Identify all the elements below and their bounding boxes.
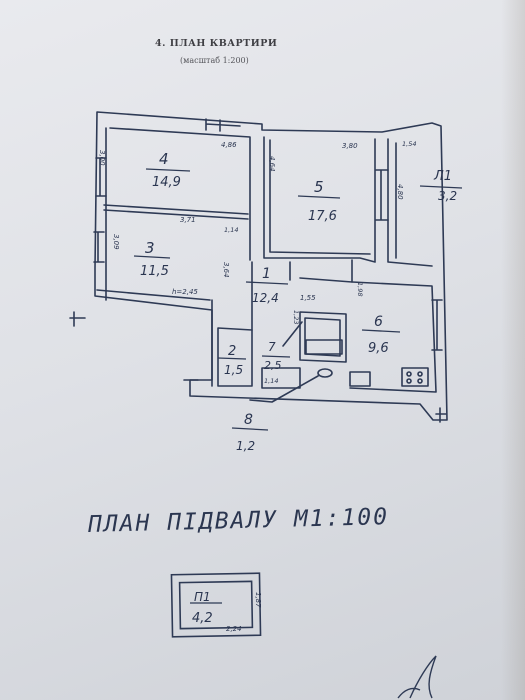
window-room-6 [431,299,443,351]
room-3-number: 3 [145,239,155,257]
room-5-dim-a: 4,64 [268,156,276,172]
plan-scale: (масштаб 1:200) [180,56,249,65]
outer-wall [94,111,448,421]
basement-room-number: П1 [194,590,211,604]
room-5-area: 17,6 [308,209,337,224]
room-8-dim: 1,14 [264,377,278,385]
leader-line-8 [249,375,319,403]
underline-room-6 [361,329,401,333]
room-1-area: 12,4 [252,291,279,305]
underline-room-l1 [419,185,463,189]
wall-loggia [387,138,433,267]
room-1-dim-c: 1,98 [356,282,364,296]
basement-dim-a: 1,87 [254,592,262,608]
signature-scribble [397,655,437,699]
inner-wall-outline [105,127,251,301]
room-3-dim-d: 3,64 [222,262,230,278]
underline-room-5 [297,195,341,199]
wall-room-5-inner [269,139,371,255]
room-l1-dim-b: 4,80 [396,184,404,200]
room-1-dim-b: 1,23 [292,310,300,324]
basement-dim-b: 2,24 [226,625,242,633]
leader-line-7 [282,321,303,347]
wall-room-7 [299,311,347,363]
room-1-number: 1 [262,266,271,282]
room-4-dim-b: 4,86 [221,141,237,149]
plan-title: 4. ПЛАН КВАРТИРИ [155,38,278,49]
sink-fixture [349,371,371,387]
window-room-4 [205,118,241,132]
room-l1-area: 3,2 [438,189,457,203]
room-8-number: 8 [244,412,253,428]
basement-area: 4,2 [192,611,213,626]
room-4-number: 4 [159,150,169,168]
room-3-dim-b: 3,09 [112,234,120,250]
underline-room-7 [261,355,291,358]
room-6-area: 9,6 [368,341,389,356]
room-4-dim-a: 3,00 [98,150,106,166]
underline-room-1 [245,281,289,285]
paper-edge-shadow [501,0,525,700]
room-3-area: 11,5 [140,264,169,279]
window-loggia [375,169,389,221]
room-4-area: 14,9 [152,175,181,190]
room-l1-dim-a: 1,54 [402,140,416,148]
stove-fixture [401,367,429,387]
underline-room-4 [145,168,191,172]
wall-room-2 [217,327,253,387]
room-2-number: 2 [228,344,236,359]
room-2-area: 1,5 [224,363,243,377]
basement-outer-wall [170,572,262,638]
underline-room-8 [231,427,269,431]
room-3-dim-c: 1,14 [224,226,238,234]
underline-room-2 [217,357,247,360]
room-7-number: 7 [268,340,276,354]
wall-room-6 [349,281,437,393]
wall-4-3 [103,204,249,220]
room-6-number: 6 [374,314,383,330]
room-5-number: 5 [314,178,324,196]
basement-inner-wall [178,580,254,630]
corner-ticks [69,311,447,423]
room-5-dim-b: 3,80 [342,142,358,150]
ceiling-height-note: h=2,45 [172,288,198,296]
room-l1-number: Л1 [433,169,452,184]
window-left [95,157,107,197]
room-3-dim-a: 3,71 [180,216,196,224]
window-left-2 [93,231,105,263]
room-8-area: 1,2 [236,439,255,453]
underline-room-3 [133,255,171,259]
wall-room-5 [263,136,376,263]
wall-room-8 [261,367,301,389]
wall-room-3 [96,289,213,387]
room-7-area: 2,5 [264,359,282,372]
toilet-fixture [317,368,333,378]
bathtub-fixture [305,339,343,355]
room-1-dim-a: 1,55 [300,294,316,302]
